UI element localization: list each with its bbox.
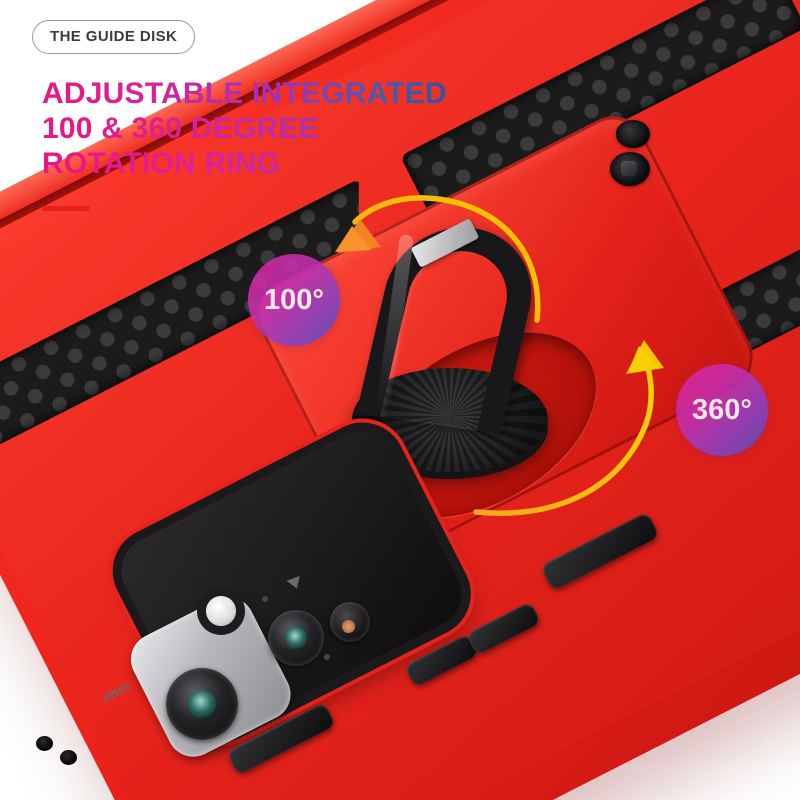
camera-sensor-amber: [342, 620, 355, 633]
camera-lens-secondary: [268, 610, 324, 666]
camera-lens-secondary-core: [285, 627, 307, 649]
red-underline-bar: [42, 206, 90, 211]
guide-disk-badge: THE GUIDE DISK: [32, 20, 196, 54]
camera-flash-icon: [206, 596, 236, 626]
headline-line-1: ADJUSTABLE INTEGRATED: [42, 77, 447, 110]
callout-badge-360-degree: 360°: [676, 364, 768, 456]
camera-lens-main: [166, 668, 238, 740]
headline-line-2: 100 & 360 DEGREE: [42, 111, 447, 146]
speaker-hole: [36, 736, 53, 751]
speaker-hole: [60, 750, 77, 765]
camera-lens-main-core: [188, 690, 216, 718]
callout-badge-100-degree: 100°: [248, 254, 340, 346]
page-title: ADJUSTABLE INTEGRATED 100 & 360 DEGREE R…: [42, 76, 447, 181]
camera-sensor-dot: [262, 596, 268, 602]
case-corner-port-upper: [616, 120, 650, 148]
case-corner-port-lower: [610, 152, 650, 186]
camera-sensor-dot: [324, 654, 330, 660]
headline-line-3: ROTATION RING: [42, 146, 447, 181]
